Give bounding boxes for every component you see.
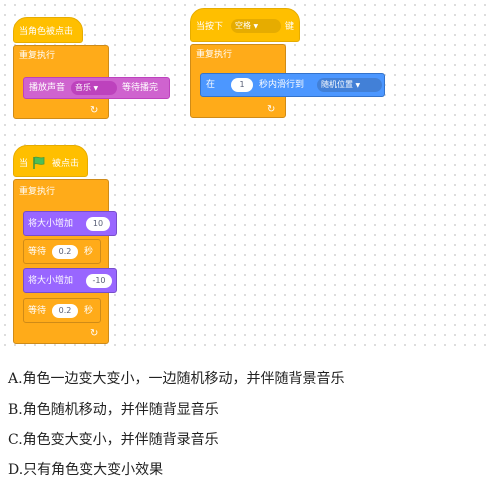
sound-dropdown-value: 音乐: [75, 83, 91, 92]
green-flag-icon: [32, 156, 46, 173]
play-sound-until-done-block[interactable]: 播放声音 音乐 ▼ 等待播完: [23, 77, 170, 99]
chevron-down-icon: ▼: [253, 23, 259, 30]
glide-mid-label: 秒内滑行到: [259, 80, 305, 90]
when-key-pressed-block[interactable]: 当按下 空格 ▼ 键: [190, 8, 300, 42]
when-flag-suffix: 被点击: [52, 159, 80, 169]
when-sprite-clicked-label: 当角色被点击: [19, 27, 74, 37]
chevron-down-icon: ▼: [355, 82, 361, 89]
loop-arrow-icon: ↻: [90, 328, 99, 339]
when-key-suffix: 键: [285, 22, 295, 32]
option-d: D.只有角色变大变小效果: [8, 462, 164, 478]
when-flag-prefix: 当: [19, 159, 29, 169]
wait-unit-label: 秒: [84, 306, 94, 316]
glide-to-block[interactable]: 在 1 秒内滑行到 随机位置 ▼: [200, 73, 385, 97]
forever-label: 重复执行: [196, 50, 233, 60]
wait-block-2[interactable]: 等待 0.2 秒: [23, 298, 101, 323]
change-size-label: 将大小增加: [28, 276, 74, 286]
glide-target-value: 随机位置: [321, 80, 353, 89]
change-size-block-2[interactable]: 将大小增加 -10: [23, 268, 117, 293]
change-size-input[interactable]: -10: [86, 274, 112, 288]
glide-target-dropdown[interactable]: 随机位置 ▼: [317, 78, 382, 92]
loop-arrow-icon: ↻: [267, 104, 276, 115]
wait-seconds-input[interactable]: 0.2: [52, 304, 78, 318]
option-b: B.角色随机移动，并伴随背显音乐: [8, 402, 219, 418]
sound-dropdown[interactable]: 音乐 ▼: [71, 81, 117, 95]
play-sound-label: 播放声音: [29, 83, 66, 93]
forever-label: 重复执行: [19, 187, 56, 197]
change-size-label: 将大小增加: [28, 219, 74, 229]
key-dropdown-value: 空格: [235, 21, 251, 30]
change-size-input[interactable]: 10: [86, 217, 110, 231]
option-c: C.角色变大变小，并伴随背录音乐: [8, 432, 219, 448]
wait-label: 等待: [28, 247, 47, 257]
key-dropdown[interactable]: 空格 ▼: [231, 19, 281, 33]
when-key-prefix: 当按下: [196, 22, 224, 32]
wait-seconds-input[interactable]: 0.2: [52, 245, 78, 259]
glide-seconds-input[interactable]: 1: [231, 78, 253, 92]
until-done-label: 等待播完: [122, 83, 159, 93]
option-a: A.角色一边变大变小，一边随机移动，并伴随背景音乐: [8, 371, 345, 387]
glide-prefix-label: 在: [206, 80, 216, 90]
when-flag-clicked-block[interactable]: 当 被点击: [13, 145, 88, 177]
change-size-block-1[interactable]: 将大小增加 10: [23, 211, 117, 236]
code-canvas: 当角色被点击 重复执行 ↻ 播放声音 音乐 ▼ 等待播完 当按下 空格 ▼ 键 …: [0, 0, 489, 350]
forever-label: 重复执行: [19, 51, 56, 61]
loop-arrow-icon: ↻: [90, 105, 99, 116]
wait-block-1[interactable]: 等待 0.2 秒: [23, 239, 101, 264]
chevron-down-icon: ▼: [93, 85, 99, 92]
wait-unit-label: 秒: [84, 247, 94, 257]
wait-label: 等待: [28, 306, 47, 316]
when-sprite-clicked-block[interactable]: 当角色被点击: [13, 17, 83, 43]
